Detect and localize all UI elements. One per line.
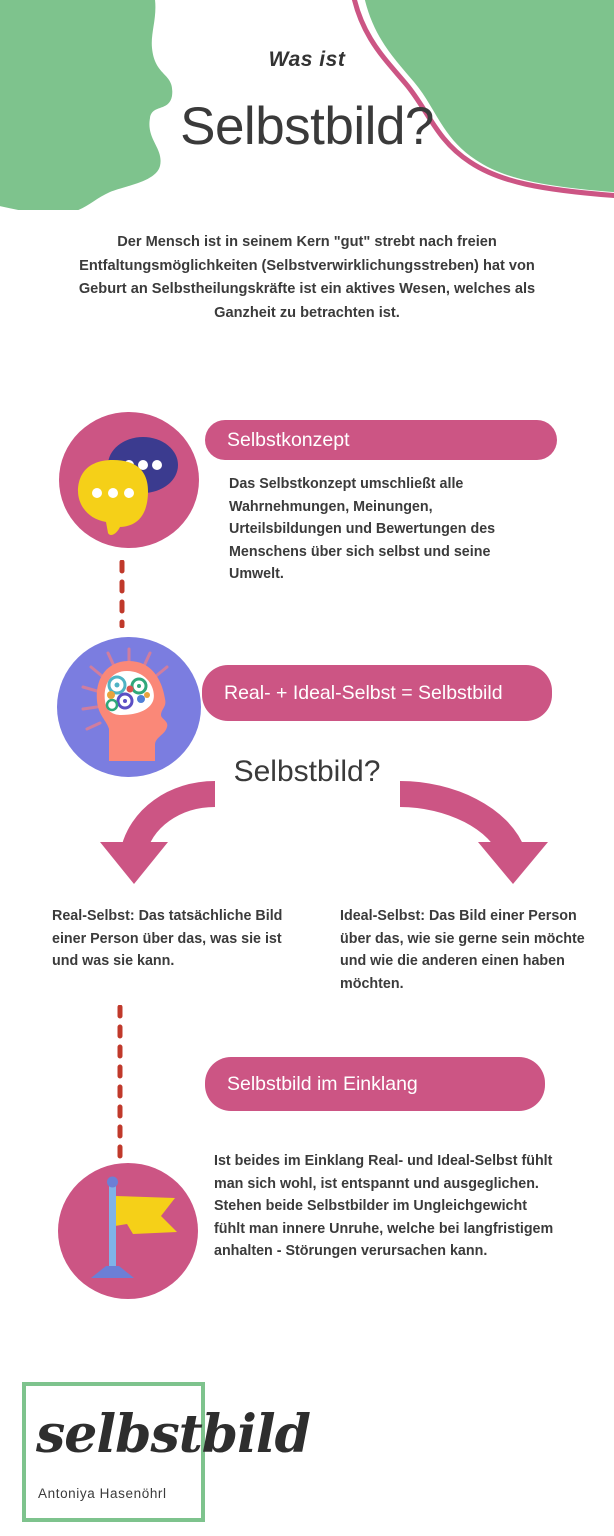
green-blob-right: [364, 0, 614, 193]
section-body-selbstkonzept: Das Selbstkonzept umschließt alle Wahrne…: [229, 476, 496, 583]
green-blob-left: [0, 0, 173, 210]
section-label-text: Real- + Ideal-Selbst = Selbstbild: [224, 681, 503, 704]
section-label-selbstbild-im-einklang[interactable]: Selbstbild im Einklang: [205, 1057, 545, 1111]
branch-text-real-selbst: Real-Selbst: Das tatsächliche Bild einer…: [52, 908, 283, 970]
branch-text-ideal-selbst: Ideal-Selbst: Das Bild einer Person über…: [340, 908, 585, 992]
connector-dotted-line-1: [119, 560, 125, 628]
gears: [105, 675, 150, 712]
section-label-text: Selbstbild im Einklang: [227, 1072, 418, 1095]
arrow-left: [100, 781, 216, 884]
section-body-selbstbild-im-einklang: Ist beides im Einklang Real- und Ideal-S…: [214, 1153, 554, 1260]
logo-wordmark: selbstbild: [36, 1404, 311, 1465]
flag-banner: [115, 1196, 177, 1234]
arrow-right: [399, 781, 548, 884]
page-title: Selbstbild?: [180, 97, 434, 156]
page-kicker: Was ist: [268, 48, 346, 71]
footer-logo: selbstbild Antoniya Hasenöhrl: [22, 1382, 602, 1522]
logo-author-name: Antoniya Hasenöhrl: [38, 1486, 167, 1501]
mid-section-title: Selbstbild?: [233, 755, 381, 788]
top-decorative-shapes: [0, 0, 614, 210]
logo-green-frame: [22, 1382, 205, 1522]
flag-icon: [58, 1163, 198, 1299]
flag-pole: [109, 1182, 116, 1274]
head-with-gears-icon: [57, 637, 201, 777]
section-label-text: Selbstkonzept: [227, 428, 350, 451]
section-label-real-ideal-selbst[interactable]: Real- + Ideal-Selbst = Selbstbild: [202, 665, 552, 721]
pink-curve-right: [351, 0, 614, 199]
section-label-selbstkonzept[interactable]: Selbstkonzept: [205, 420, 557, 460]
branch-arrows: [100, 781, 548, 884]
intro-paragraph: Der Mensch ist in seinem Kern "gut" stre…: [78, 234, 536, 321]
idea-rays: [81, 647, 169, 731]
flag-base: [91, 1266, 134, 1278]
connector-dotted-line-2: [117, 1005, 123, 1167]
speech-bubbles-icon: [59, 412, 199, 548]
